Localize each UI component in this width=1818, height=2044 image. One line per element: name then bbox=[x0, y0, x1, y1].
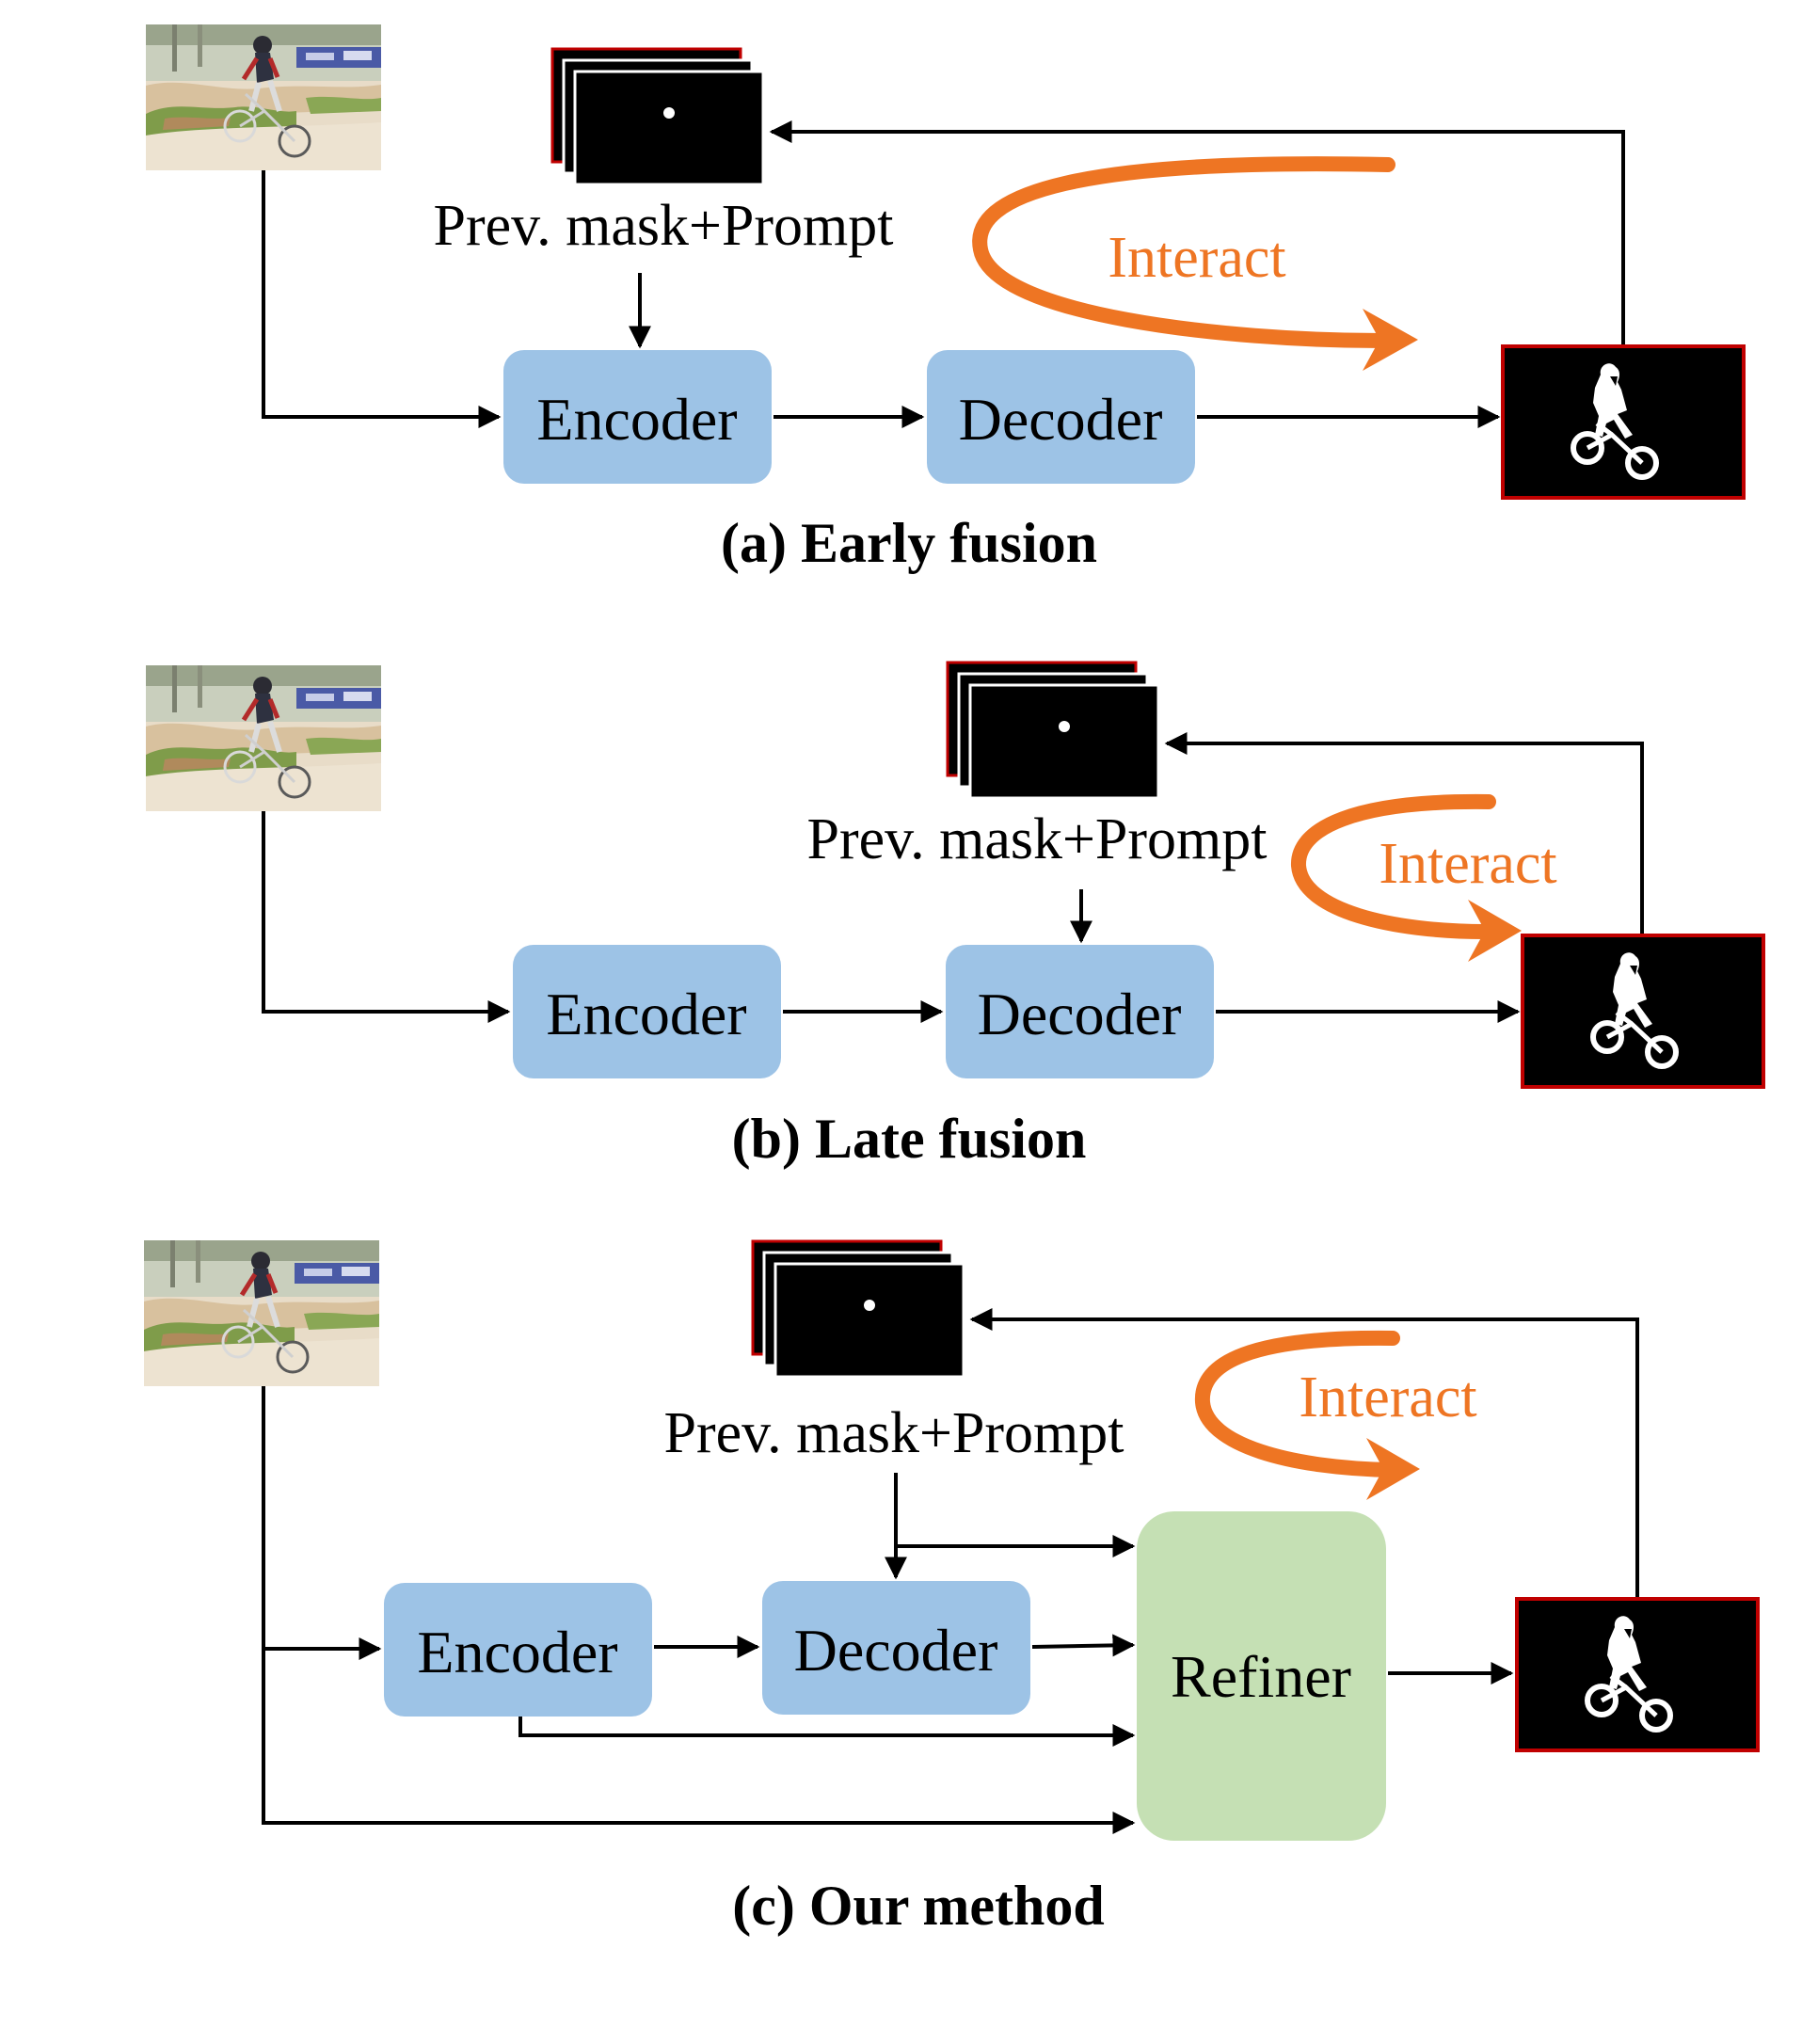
output-mask bbox=[1503, 346, 1744, 498]
prompt-mask-stack-icon bbox=[946, 661, 1160, 800]
decoder-label: Decoder bbox=[978, 981, 1182, 1047]
interact-label: Interact bbox=[1108, 226, 1285, 290]
decoder-to-refiner-arrow bbox=[1031, 1634, 1136, 1657]
output-mask bbox=[1517, 1599, 1758, 1750]
interact-curve-arrow bbox=[1194, 1330, 1400, 1477]
input-image bbox=[144, 1240, 379, 1386]
prompt-label: Prev. mask+Prompt bbox=[663, 1401, 1124, 1465]
encoder-block bbox=[384, 1583, 652, 1717]
feedback-arrow bbox=[769, 120, 1625, 344]
input-image bbox=[146, 24, 381, 170]
refiner-block bbox=[1137, 1511, 1386, 1841]
interact-curve-arrow bbox=[1291, 793, 1496, 939]
decoder-label: Decoder bbox=[959, 386, 1163, 453]
encoder-label: Encoder bbox=[546, 981, 746, 1047]
interact-curve-arrow bbox=[972, 156, 1395, 348]
panel-our-method: Prev. mask+Prompt Encoder Decoder Refine… bbox=[144, 1239, 1758, 1937]
prompt-mask-stack-icon bbox=[550, 47, 765, 186]
encoder-to-refiner-arrow bbox=[518, 1717, 1136, 1747]
encoder-block bbox=[503, 350, 772, 484]
decoder-block bbox=[762, 1581, 1030, 1715]
interact-arrowhead bbox=[1366, 1438, 1420, 1500]
decoder-block bbox=[927, 350, 1195, 484]
encoder-block bbox=[513, 945, 781, 1078]
prompt-label: Prev. mask+Prompt bbox=[433, 194, 893, 258]
encoder-label: Encoder bbox=[417, 1619, 617, 1685]
panel-caption: (c) Our method bbox=[732, 1875, 1105, 1937]
refiner-label: Refiner bbox=[1171, 1643, 1351, 1710]
prompt-label: Prev. mask+Prompt bbox=[806, 807, 1267, 871]
input-image bbox=[146, 665, 381, 811]
decoder-label: Decoder bbox=[794, 1617, 998, 1684]
interact-arrowhead bbox=[1363, 309, 1418, 371]
panel-caption: (b) Late fusion bbox=[732, 1108, 1087, 1170]
image-to-refiner-arrow bbox=[262, 1386, 1136, 1834]
feedback-arrow bbox=[1164, 732, 1644, 934]
panel-late-fusion: Prev. mask+Prompt Encoder Decoder Intera… bbox=[146, 661, 1763, 1170]
interact-label: Interact bbox=[1379, 832, 1556, 896]
panel-caption: (a) Early fusion bbox=[721, 512, 1097, 574]
image-to-encoder-arrow bbox=[262, 170, 502, 428]
feedback-arrow bbox=[969, 1308, 1639, 1597]
output-mask bbox=[1523, 935, 1763, 1087]
interact-label: Interact bbox=[1299, 1365, 1476, 1429]
panel-early-fusion: Prev. mask+Prompt Encoder Decoder Intera… bbox=[146, 24, 1744, 574]
encoder-label: Encoder bbox=[536, 386, 737, 453]
image-to-encoder-arrow bbox=[262, 811, 511, 1023]
decoder-block bbox=[946, 945, 1214, 1078]
prompt-mask-stack-icon bbox=[751, 1239, 965, 1379]
interact-arrowhead bbox=[1468, 900, 1522, 962]
